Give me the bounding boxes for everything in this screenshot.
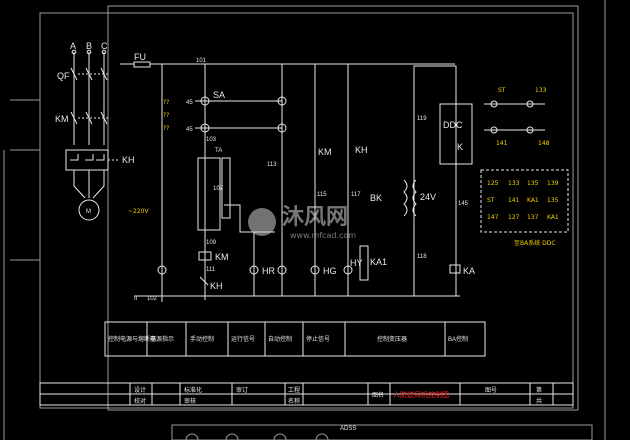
svg-text:147: 147 [487, 214, 499, 221]
phase-c-label: C [101, 41, 108, 51]
svg-text:共: 共 [536, 397, 542, 405]
svg-text:119: 119 [417, 116, 427, 122]
lamp-hy-label: HY [350, 258, 363, 268]
kh-contact-lower-label: KH [210, 281, 223, 291]
transformer-voltage: 24V [420, 192, 436, 202]
function-cell-3: 手动控制 [190, 335, 214, 343]
svg-text:145: 145 [458, 201, 469, 207]
lamp-hr-label: HR [262, 266, 275, 276]
svg-text:ST: ST [498, 87, 506, 94]
next-sheet-frame [171, 424, 593, 440]
left-marker: II [134, 296, 138, 302]
svg-text:135: 135 [547, 197, 559, 204]
thermal-relay-label: KH [122, 155, 135, 165]
svg-text:115: 115 [317, 192, 327, 198]
svg-text:111: 111 [206, 267, 216, 273]
function-cell-2: 电源指示 [150, 335, 174, 343]
drawing-frame [39, 12, 574, 409]
lamp-hg-label: HG [323, 266, 337, 276]
svg-text:148: 148 [538, 140, 550, 147]
function-cell-1: 控制电源与熔断器 [108, 335, 156, 343]
svg-text:审核: 审核 [184, 397, 196, 405]
svg-text:第: 第 [536, 386, 542, 394]
km-contact-label: KM [318, 147, 332, 157]
bk-label: BK [370, 193, 382, 203]
function-cell-6: 停止信号 [306, 335, 330, 343]
svg-text:113: 113 [267, 162, 277, 168]
svg-text:117: 117 [351, 192, 361, 198]
relay-ka1-label: KA1 [370, 257, 387, 267]
svg-text:133: 133 [535, 87, 547, 94]
fuse-label: FU [134, 52, 146, 62]
svg-text:审订: 审订 [236, 386, 248, 394]
km-coil [198, 251, 212, 261]
drawing-title: 人防送风机控制图 [393, 390, 449, 399]
svg-text:45: 45 [186, 100, 193, 106]
title-block: 设计 标准化 审订 工程 图名 人防送风机控制图 图号 第 校对 审核 名称 共 [39, 382, 574, 406]
motor-symbol [78, 199, 100, 221]
svg-text:141: 141 [508, 197, 520, 204]
function-cell-8: BA控制 [448, 335, 468, 343]
svg-text:45: 45 [186, 127, 193, 133]
svg-text:图名: 图名 [372, 391, 384, 399]
function-cell-7: 控制变压器 [377, 335, 407, 343]
svg-text:KA1: KA1 [527, 197, 539, 204]
svg-text:图号: 图号 [485, 387, 497, 394]
ddc-interface: ST 133 141 148 125 133 135 139 ST 141 KA… [480, 87, 569, 247]
km-coil-label: KM [215, 252, 229, 262]
svg-text:101: 101 [196, 58, 207, 64]
switch-sa-label: SA [213, 90, 225, 100]
svg-text:139: 139 [547, 180, 559, 187]
contactor-label: KM [55, 114, 69, 124]
svg-text:KA1: KA1 [547, 214, 559, 221]
watermark: 沐风网 www.mfcad.com [248, 205, 356, 240]
function-cell-4: 运行信号 [231, 335, 255, 343]
svg-text:125: 125 [487, 180, 499, 187]
svg-text:??: ?? [163, 112, 169, 119]
svg-text:设计: 设计 [134, 386, 146, 394]
svg-text:141: 141 [496, 140, 508, 147]
svg-text:107: 107 [213, 186, 224, 192]
kh-contact-label: KH [355, 145, 368, 155]
watermark-logo-icon [248, 208, 276, 236]
function-cell-5: 自动控制 [268, 335, 292, 343]
ddc-caption: 至BA系统 DDC [514, 239, 556, 247]
phase-b-label: B [86, 41, 92, 51]
fuse-symbol [133, 61, 151, 68]
svg-text:102: 102 [147, 296, 158, 302]
svg-text:137: 137 [527, 214, 539, 221]
power-circuit: A B C QF KM KH M [55, 41, 135, 221]
svg-text:133: 133 [508, 180, 520, 187]
svg-text:标准化: 标准化 [184, 386, 202, 394]
transformer-secondary [412, 179, 417, 217]
voltage-note: ~220V [128, 208, 149, 215]
relay-ka-label: KA [463, 266, 475, 276]
breaker-label: QF [57, 71, 70, 81]
function-table: 控制电源与熔断器 电源指示 手动控制 运行信号 自动控制 停止信号 控制变压器 … [104, 321, 486, 357]
ddc-contact-label: K [457, 142, 463, 152]
svg-text:103: 103 [206, 137, 217, 143]
phase-a-label: A [70, 41, 76, 51]
transformer-primary [403, 179, 408, 217]
svg-text:ST: ST [487, 197, 495, 204]
watermark-brand: 沐风网 [282, 205, 348, 230]
control-circuit: FU 101 II 102 ~220V ?? ?? ?? 45 45 SA 10… [120, 52, 475, 302]
svg-text:M: M [86, 209, 91, 215]
svg-text:校对: 校对 [134, 397, 146, 405]
svg-text:118: 118 [417, 254, 427, 260]
outer-sheet-border [107, 5, 579, 411]
bottom-sheet-label: ADSS [340, 426, 356, 432]
svg-text:109: 109 [206, 240, 217, 246]
svg-text:127: 127 [508, 214, 520, 221]
switch-ta-label: TA [215, 148, 222, 154]
svg-text:??: ?? [163, 125, 169, 132]
ddc-label: DDC [443, 120, 463, 130]
svg-text:工程: 工程 [288, 386, 300, 394]
svg-text:135: 135 [527, 180, 539, 187]
svg-text:名称: 名称 [288, 397, 300, 405]
watermark-url: www.mfcad.com [290, 231, 356, 240]
svg-text:??: ?? [163, 99, 169, 106]
